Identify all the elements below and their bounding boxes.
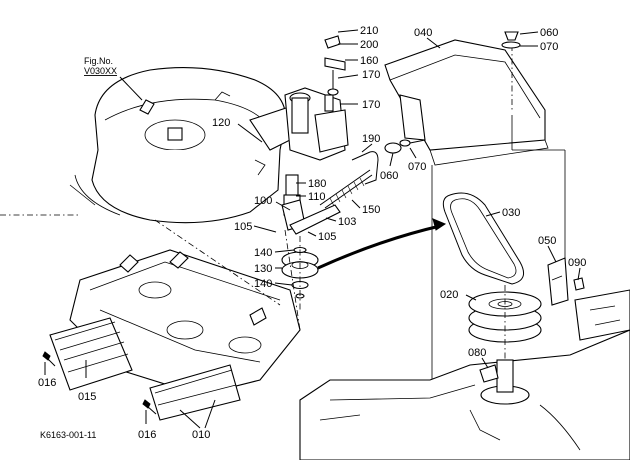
fig-no-value: V030XX (84, 66, 117, 76)
callout-140-b: 140 (254, 278, 272, 290)
knob-060-top (501, 31, 521, 49)
callout-130: 130 (254, 263, 272, 275)
spring-150 (319, 169, 373, 209)
callout-016-b: 016 (138, 429, 156, 441)
callout-210: 210 (360, 25, 378, 37)
knob-060-side (384, 139, 426, 154)
callout-190: 190 (362, 133, 380, 145)
baffles (42, 317, 241, 421)
idler-pulley-130 (281, 236, 319, 310)
callout-090: 090 (568, 257, 586, 269)
guide-line-2 (154, 219, 281, 306)
callout-050: 050 (538, 235, 556, 247)
callout-070-a: 070 (540, 41, 558, 53)
callout-070-b: 070 (408, 161, 426, 173)
callout-120: 120 (212, 117, 230, 129)
belt-cover-040 (384, 39, 549, 166)
belt-030 (442, 192, 525, 285)
transfer-arrow (317, 218, 447, 270)
leader-figno (119, 76, 143, 101)
guide-line-3 (284, 229, 301, 331)
drive-pulley-020 (468, 285, 542, 400)
bracket-050 (547, 257, 585, 306)
callout-170-b: 170 (362, 99, 380, 111)
callout-060-a: 060 (540, 27, 558, 39)
callout-080: 080 (468, 347, 486, 359)
callout-105-a: 105 (234, 221, 252, 233)
callout-200: 200 (360, 39, 378, 51)
drawing-code: K6163-001-11 (40, 430, 96, 440)
transmission-base (299, 289, 630, 460)
callout-020: 020 (440, 289, 458, 301)
callout-060-b: 060 (380, 170, 398, 182)
callout-140-a: 140 (254, 247, 272, 259)
callout-015: 015 (78, 391, 96, 403)
callout-160: 160 (360, 55, 378, 67)
callout-103: 103 (338, 216, 356, 228)
callout-016-a: 016 (38, 377, 56, 389)
fig-no-label: Fig.No. (84, 56, 113, 66)
callout-040: 040 (414, 27, 432, 39)
linkage-assembly (281, 35, 379, 235)
callout-105-b: 105 (318, 231, 336, 243)
callout-100: 100 (254, 195, 272, 207)
callout-150: 150 (362, 204, 380, 216)
callout-010: 010 (192, 429, 210, 441)
callout-110: 110 (308, 191, 326, 203)
callout-170-a: 170 (362, 69, 380, 81)
callout-030: 030 (502, 207, 520, 219)
deck-housing (69, 67, 301, 224)
callout-180: 180 (308, 178, 326, 190)
